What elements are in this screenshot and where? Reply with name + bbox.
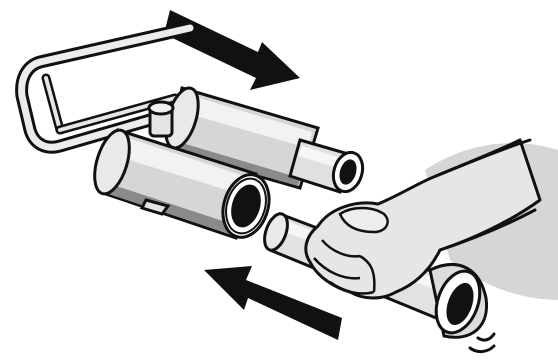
arrow-right-icon: [164, 10, 300, 90]
